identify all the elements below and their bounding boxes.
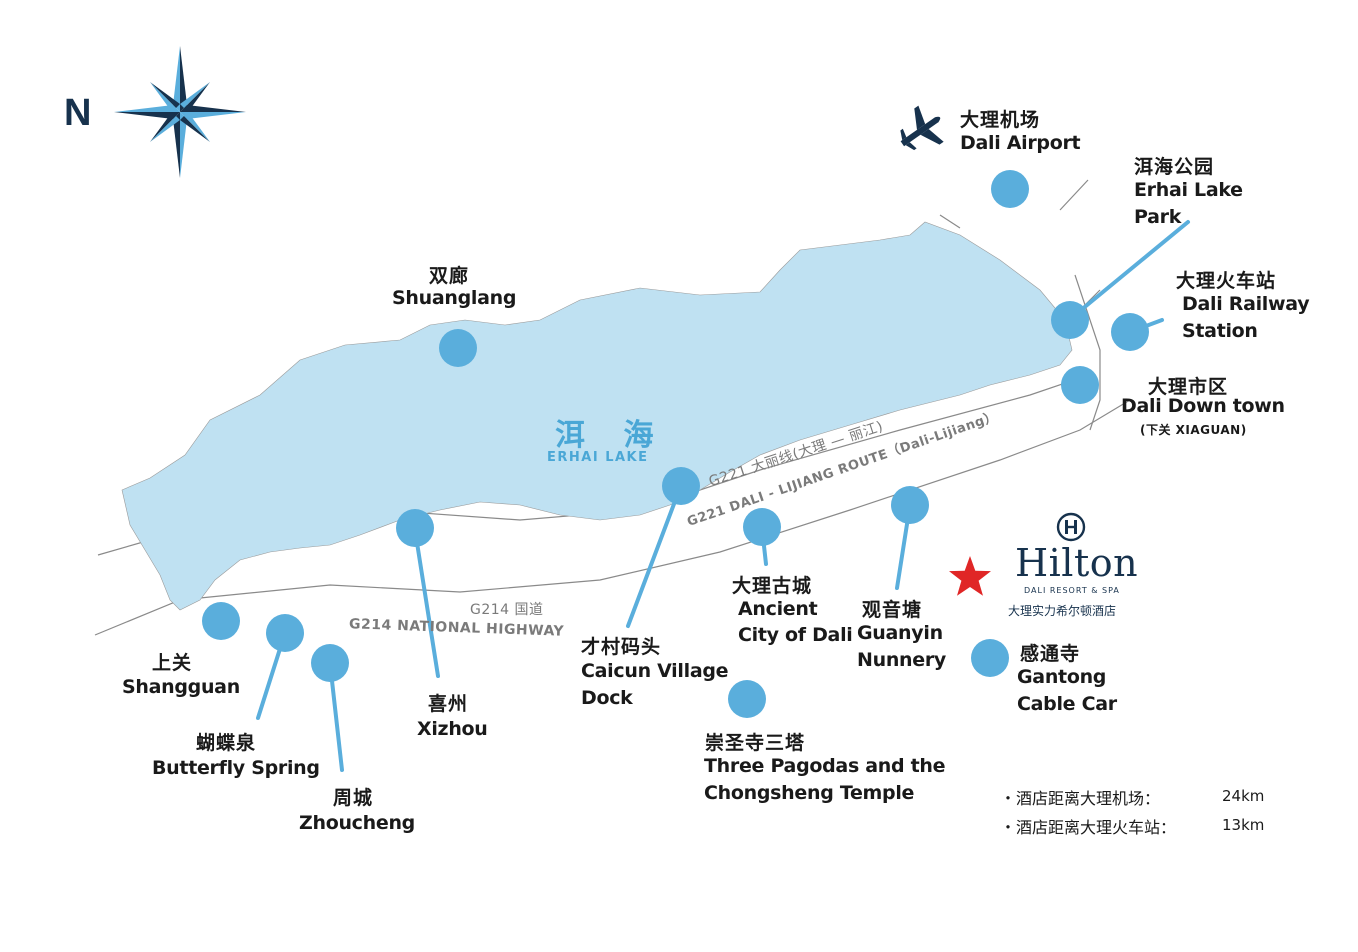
caicun-label-zh: 才村码头: [581, 636, 662, 658]
road-g214-zh: G214 国道: [470, 602, 544, 618]
hilton-zh: 大理实力希尔顿酒店: [1008, 604, 1117, 618]
compass-rose-icon: [114, 46, 246, 178]
pagodas-label-en2: Chongsheng Temple: [704, 782, 915, 804]
gantong-label-zh: 感通寺: [1020, 643, 1081, 665]
gantong-label-en1: Gantong: [1017, 666, 1107, 688]
butterfly-label-en: Butterfly Spring: [152, 757, 320, 779]
location-markers: [202, 170, 1149, 718]
xizhou-label-en: Xizhou: [417, 718, 488, 740]
hilton-brand: Hilton: [1015, 541, 1139, 585]
lake-name-en: ERHAI LAKE: [547, 450, 649, 465]
railway-label-en2: Station: [1182, 320, 1258, 342]
shangguan-label-en: Shangguan: [122, 676, 240, 698]
distance-railway-label: ・酒店距离大理火车站：: [1000, 818, 1177, 837]
erhai-park-label-en2: Park: [1134, 206, 1182, 228]
caicun-label-en1: Caicun Village: [581, 660, 729, 682]
hilton-h-logo-icon: [1056, 512, 1086, 542]
downtown-label-note: (下关 XIAGUAN): [1140, 423, 1247, 437]
ancient-label-en2: City of Dali: [738, 624, 853, 646]
shuanglang-label-zh: 双廊: [429, 265, 470, 287]
gantong-label-en2: Cable Car: [1017, 693, 1117, 715]
north-label: N: [64, 92, 92, 134]
railway-label-en1: Dali Railway: [1182, 293, 1310, 315]
marker-caicun: [662, 467, 700, 505]
airport-label-en: Dali Airport: [960, 132, 1081, 154]
guanyin-label-en2: Nunnery: [857, 649, 947, 671]
marker-gantong: [971, 639, 1009, 677]
marker-ancient: [743, 508, 781, 546]
xizhou-label-zh: 喜州: [428, 693, 469, 715]
marker-airport: [991, 170, 1029, 208]
marker-erhai-park: [1051, 301, 1089, 339]
guanyin-label-zh: 观音塘: [862, 599, 923, 621]
airport-label-zh: 大理机场: [960, 109, 1041, 131]
marker-zhoucheng: [311, 644, 349, 682]
marker-shuanglang: [439, 329, 477, 367]
distance-airport-value: 24km: [1222, 787, 1265, 805]
erhai-lake-shape: [121, 221, 1073, 611]
erhai-park-label-en1: Erhai Lake: [1134, 179, 1243, 201]
zhoucheng-label-en: Zhoucheng: [299, 812, 415, 834]
shuanglang-label-en: Shuanglang: [392, 287, 517, 309]
hilton-sub: DALI RESORT & SPA: [1024, 586, 1120, 595]
lake-name-zh: 洱 海: [555, 418, 668, 453]
shangguan-label-zh: 上关: [152, 652, 193, 674]
distance-railway-value: 13km: [1222, 816, 1265, 834]
guanyin-label-en1: Guanyin: [857, 622, 943, 644]
marker-downtown: [1061, 366, 1099, 404]
pagodas-label-en1: Three Pagodas and the: [704, 755, 946, 777]
pagodas-label-zh: 崇圣寺三塔: [705, 732, 806, 754]
ancient-label-en1: Ancient: [738, 598, 818, 620]
marker-pagodas: [728, 680, 766, 718]
marker-butterfly: [266, 614, 304, 652]
butterfly-label-zh: 蝴蝶泉: [196, 732, 257, 754]
caicun-label-en2: Dock: [581, 687, 633, 709]
marker-guanyin: [891, 486, 929, 524]
railway-label-zh: 大理火车站: [1176, 270, 1277, 292]
marker-xizhou: [396, 509, 434, 547]
marker-railway: [1111, 313, 1149, 351]
erhai-park-label-zh: 洱海公园: [1134, 156, 1215, 178]
ancient-label-zh: 大理古城: [732, 575, 813, 597]
downtown-label-en: Dali Down town: [1121, 395, 1285, 417]
airplane-icon: [900, 105, 944, 151]
red-star-icon: [949, 556, 991, 596]
downtown-label-zh: 大理市区: [1148, 376, 1229, 398]
distance-airport-label: ・酒店距离大理机场：: [1000, 789, 1161, 808]
zhoucheng-label-zh: 周城: [333, 787, 374, 809]
marker-shangguan: [202, 602, 240, 640]
